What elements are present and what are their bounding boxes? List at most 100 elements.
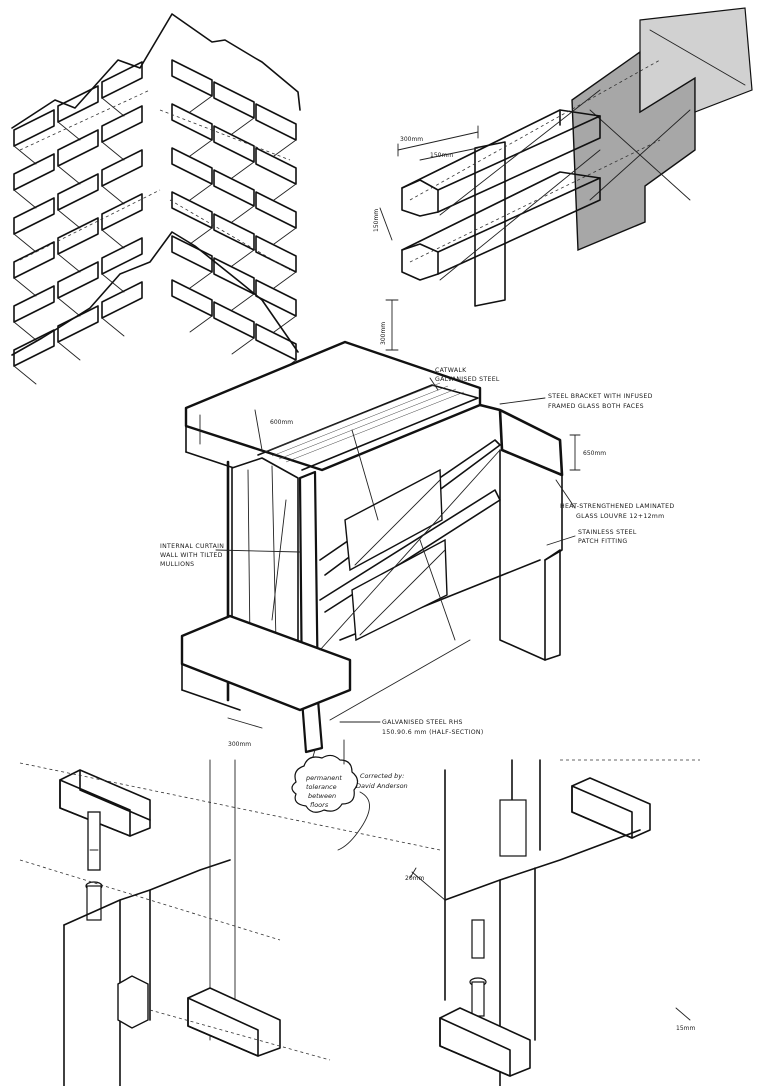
louvre-blade — [101, 237, 143, 275]
louvre-tie — [57, 253, 81, 273]
louvre-blade — [255, 147, 297, 185]
glass-louvre-lower — [351, 538, 448, 642]
label-patch-1: STAINLESS STEEL — [578, 529, 637, 536]
louvre-blade — [57, 85, 99, 123]
dim-depth: 600mm — [270, 419, 293, 426]
label-curtain-1: INTERNAL CURTAIN — [160, 543, 224, 550]
connection-detail-right: 20mm 15mm — [405, 759, 700, 1086]
corrected-by-label: Corrected by: — [360, 772, 404, 780]
louvre-tie — [273, 227, 297, 245]
louvre-blade — [213, 213, 255, 251]
corrected-by-name: David Anderson — [356, 782, 408, 790]
louvre-tie — [101, 317, 125, 337]
louvre-tie — [273, 183, 297, 201]
lower-floor-slab — [180, 614, 352, 712]
louvre-tie — [101, 185, 125, 205]
louvre-tie — [57, 121, 81, 141]
louvre-blade — [57, 129, 99, 167]
louvre-blade — [255, 323, 297, 361]
louvre-blade — [171, 59, 213, 97]
facade-left-wing — [13, 61, 143, 385]
louvre-tie — [13, 277, 37, 297]
louvre-blade — [255, 235, 297, 273]
louvre-blade — [13, 197, 55, 235]
louvre-facade-axonometric — [11, 13, 301, 385]
tolerance-note-bubble — [291, 754, 359, 813]
dim-spacing: 650mm — [583, 450, 606, 457]
louvre-tie — [101, 229, 125, 249]
dim-base: 300mm — [228, 741, 251, 748]
louvre-blade — [213, 301, 255, 339]
louvre-blade — [101, 193, 143, 231]
note-line-1: permanent — [305, 774, 342, 782]
louvre-tie — [13, 145, 37, 165]
louvre-blade — [171, 147, 213, 185]
upper-floor-slab — [184, 340, 482, 472]
label-patch-2: PATCH FITTING — [578, 538, 627, 545]
dim-pitch: 300mm — [380, 322, 387, 345]
connection-detail-left — [19, 759, 441, 1086]
louvre-tie — [273, 271, 297, 289]
louvre-blade — [13, 285, 55, 323]
louvre-blade — [13, 109, 55, 147]
note-line-2: tolerance — [306, 783, 337, 791]
dim-overall: 300mm — [400, 136, 423, 143]
louvre-blade — [213, 169, 255, 207]
louvre-tie — [189, 95, 213, 113]
louvre-tie — [57, 209, 81, 229]
label-glass-2: GLASS LOUVRE 12+12mm — [576, 513, 664, 520]
louvre-tie — [231, 293, 255, 311]
louvre-tie — [189, 271, 213, 289]
dim-gap: 20mm — [405, 875, 424, 882]
louvre-tie — [273, 139, 297, 157]
louvre-tie — [13, 189, 37, 209]
facade-section-axonometric: 600mm 650mm 300mm CATWALK GALVANISED STE… — [160, 340, 674, 851]
louvre-tie — [231, 117, 255, 135]
louvre-module-detail: 300mm 150mm 150mm 300mm — [373, 7, 753, 351]
louvre-tie — [13, 233, 37, 253]
label-bracket-1: STEEL BRACKET WITH INFUSED — [548, 393, 653, 400]
louvre-tie — [189, 139, 213, 157]
louvre-tie — [231, 205, 255, 223]
louvre-blade — [255, 103, 297, 141]
louvre-tie — [57, 165, 81, 185]
louvre-blade — [171, 279, 213, 317]
louvre-blade — [255, 191, 297, 229]
louvre-blade — [13, 241, 55, 279]
louvre-blade — [255, 279, 297, 317]
louvre-blade — [101, 105, 143, 143]
louvre-blade — [101, 61, 143, 99]
dim-flange: 150mm — [373, 209, 380, 232]
louvre-tie — [13, 365, 37, 385]
label-rhs-2: 150.90.6 mm (HALF-SECTION) — [382, 729, 484, 736]
louvre-tie — [57, 341, 81, 361]
louvre-blade — [101, 281, 143, 319]
label-curtain-3: MULLIONS — [160, 561, 194, 568]
facade-right-wing — [171, 59, 297, 377]
louvre-blade — [57, 173, 99, 211]
label-curtain-2: WALL WITH TILTED — [160, 552, 223, 559]
louvre-blade — [213, 125, 255, 163]
dim-end: 15mm — [676, 1025, 695, 1032]
louvre-tie — [13, 321, 37, 341]
label-bracket-2: FRAMED GLASS BOTH FACES — [548, 403, 644, 410]
rhs-post — [298, 470, 324, 754]
louvre-blade — [57, 305, 99, 343]
louvre-tie — [231, 337, 255, 355]
louvre-blade — [171, 191, 213, 229]
louvre-blade — [213, 81, 255, 119]
note-line-4: floors — [310, 801, 329, 809]
louvre-blade — [57, 261, 99, 299]
louvre-tie — [57, 297, 81, 317]
louvre-tie — [273, 315, 297, 333]
louvre-blade — [57, 217, 99, 255]
note-line-3: between — [308, 792, 336, 800]
louvre-tie — [189, 183, 213, 201]
louvre-blade — [101, 149, 143, 187]
louvre-blade — [171, 103, 213, 141]
label-rhs-1: GALVANISED STEEL RHS — [382, 719, 463, 726]
louvre-tie — [189, 227, 213, 245]
label-catwalk-1: CATWALK — [435, 367, 467, 374]
louvre-blade — [13, 329, 55, 367]
